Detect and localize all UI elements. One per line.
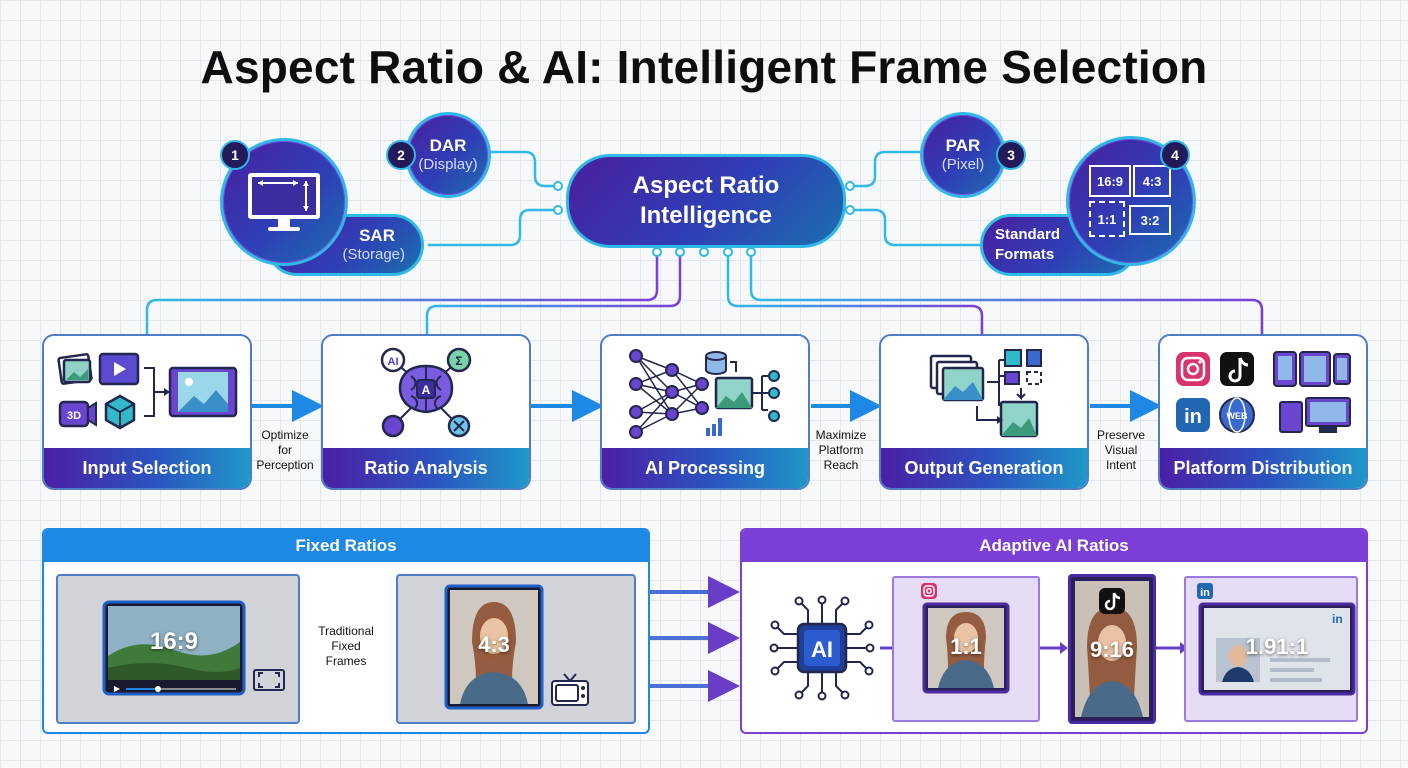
- fixed-ratio-4-3: 4:3: [478, 632, 510, 657]
- par-bubble: PAR (Pixel): [920, 112, 1006, 198]
- web-icon: WEB: [1219, 397, 1255, 433]
- hub-line-2: Intelligence: [639, 202, 773, 229]
- step-number-1: 1: [220, 140, 250, 170]
- svg-text:WEB: WEB: [1227, 411, 1248, 421]
- stage-card-output-generation: Output Generation: [879, 334, 1089, 490]
- stage-label-input-selection: Input Selection: [44, 448, 250, 488]
- adaptive-frame-9-16-box: 9:16: [1068, 574, 1156, 724]
- stage-label-output-generation: Output Generation: [881, 448, 1087, 488]
- step-number-3: 3: [996, 140, 1026, 170]
- fullscreen-icon: [253, 669, 285, 691]
- dar-label: DAR: [429, 136, 467, 155]
- page-title: Aspect Ratio & AI: Intelligent Frame Sel…: [200, 41, 1208, 93]
- wide-post-frame: [1198, 602, 1356, 696]
- step-number-2: 2: [386, 140, 416, 170]
- stage-label-ratio-analysis: Ratio Analysis: [323, 448, 529, 488]
- fixed-frame-16-9-box: 16:9: [56, 574, 300, 724]
- svg-text:in: in: [1184, 406, 1202, 428]
- step-number-4: 4: [1160, 140, 1190, 170]
- fixed-ratios-title: Fixed Ratios: [44, 530, 648, 562]
- svg-text:A: A: [422, 383, 431, 397]
- stage-card-ratio-analysis: AI Σ A Ratio Analysis: [321, 334, 531, 490]
- brain-analysis-icon: AI Σ A: [380, 347, 472, 438]
- linkedin-small-icon: in: [1197, 583, 1213, 599]
- hub-line-1: Aspect Ratio: [632, 172, 780, 199]
- output-frames-icon: [929, 349, 1042, 438]
- format-grid: 16:9 4:3 1:1 3:2: [1089, 165, 1173, 237]
- adaptive-ratio-1-91-1: 1.91:1: [1245, 634, 1309, 659]
- svg-text:Σ: Σ: [455, 354, 462, 368]
- par-label: PAR: [945, 136, 981, 155]
- par-sublabel: (Pixel): [941, 156, 985, 173]
- svg-text:AI: AI: [811, 637, 833, 662]
- tiktok-small-icon: [1099, 588, 1125, 614]
- tv-icon: [551, 673, 589, 706]
- standard-formats-line-2: Formats: [995, 246, 1055, 263]
- format-4-3: 4:3: [1133, 165, 1171, 197]
- fixed-ratio-16-9: 16:9: [149, 628, 199, 655]
- format-3-2: 3:2: [1129, 205, 1171, 235]
- adaptive-frame-1-1-box: 1:1: [892, 576, 1040, 722]
- standard-formats-line-1: Standard: [995, 226, 1061, 243]
- stage-card-ai-processing: AI Processing: [600, 334, 810, 490]
- fixed-frame-4-3-box: 4:3: [396, 574, 636, 724]
- vertical-video-frame: [1075, 581, 1149, 717]
- stage-card-input-selection: 3D Input Selection: [42, 334, 252, 490]
- stage-card-platform-distribution: in WEB Platform Distribution: [1158, 334, 1368, 490]
- stage-label-platform-distribution: Platform Distribution: [1160, 448, 1366, 488]
- adaptive-ratios-title: Adaptive AI Ratios: [742, 530, 1366, 562]
- aspect-ratio-intelligence-hub: Aspect Ratio Intelligence: [566, 154, 846, 248]
- ai-chip-icon: AI: [769, 595, 875, 701]
- neural-network-icon: [629, 349, 780, 439]
- portrait-photo-frame: [444, 584, 544, 710]
- svg-text:3D: 3D: [67, 410, 81, 422]
- adaptive-ratio-1-1: 1:1: [950, 634, 982, 659]
- dar-bubble: DAR (Display): [405, 112, 491, 198]
- monitor-bubble: [220, 138, 348, 266]
- adaptive-ai-ratios-panel: Adaptive AI Ratios AI: [740, 528, 1368, 734]
- format-16-9: 16:9: [1089, 165, 1131, 197]
- adaptive-frame-1-91-1-box: in in 1.91:1: [1184, 576, 1358, 722]
- format-1-1: 1:1: [1089, 201, 1125, 237]
- dar-sublabel: (Display): [418, 156, 478, 173]
- landscape-video-frame: [102, 600, 246, 696]
- adaptive-ratio-9-16: 9:16: [1089, 637, 1135, 662]
- instagram-icon: [1176, 352, 1210, 386]
- stage-label-ai-processing: AI Processing: [602, 448, 808, 488]
- monitor-icon: [248, 173, 320, 231]
- instagram-small-icon: [921, 583, 937, 599]
- tiktok-icon: [1220, 352, 1254, 386]
- svg-text:AI: AI: [388, 356, 399, 368]
- square-photo-frame: [922, 602, 1010, 694]
- linkedin-icon: in: [1176, 398, 1210, 432]
- standard-formats-pill: Standard Formats: [980, 214, 1138, 276]
- linkedin-wide-glyph: in: [1332, 612, 1343, 626]
- platform-icons: in WEB: [1176, 351, 1351, 433]
- sar-sublabel: (Storage): [342, 246, 405, 263]
- media-input-icon: 3D: [57, 352, 238, 430]
- svg-text:in: in: [1200, 587, 1210, 599]
- sar-label: SAR: [359, 226, 395, 245]
